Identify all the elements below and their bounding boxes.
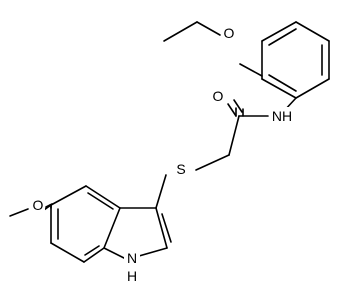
bond-phenyl-inner-c [268, 74, 297, 92]
bond-o-ring [239, 63, 263, 77]
bond-c3a-c4 [85, 185, 121, 209]
bond-carbonyl-o-b [233, 99, 243, 113]
bond-carbonyl-ch2 [228, 115, 240, 156]
bond-ch2-s [195, 154, 230, 171]
indole-nitrogen-h-label: H [127, 268, 137, 284]
bond-phenyl-1 [261, 21, 297, 42]
bond-ethyl-ch2-o [196, 21, 221, 36]
phenyl-ring [261, 21, 330, 99]
indole-pyrrole-ring [103, 207, 172, 259]
bond-c4-c5 [50, 185, 87, 206]
thioether-sulfur-label: S [176, 161, 185, 177]
bond-benz-inner-c [84, 245, 100, 256]
ethoxy-group [163, 21, 263, 77]
amide-oxygen-label: O [213, 88, 224, 104]
bond-c7a-c3a [103, 207, 121, 249]
bond-phenyl-inner-a [268, 28, 297, 46]
amide-group [227, 97, 297, 156]
bond-methoxy-c5-link [45, 204, 52, 209]
bond-c3-c2-inner [161, 213, 172, 243]
bond-phenyl-5 [261, 78, 297, 99]
bond-carbonyl-o-a [227, 103, 237, 117]
bond-phenyl-4 [295, 78, 330, 99]
indole-benzene-ring [50, 185, 121, 263]
methoxy-group [9, 203, 53, 217]
bond-s-indole [155, 174, 167, 209]
bond-c3-c2 [155, 207, 168, 249]
atom-labels: O O NH S O N H [31, 25, 294, 284]
bond-n1-c7a [103, 247, 125, 259]
bond-c7-c7a [83, 247, 105, 263]
thioether-linker [155, 154, 230, 209]
bond-ethyl-ch3-ch2 [163, 21, 198, 42]
bond-methoxy-o-ch3 [9, 208, 29, 217]
bond-c2-n1 [138, 247, 168, 257]
bond-c6-c7 [50, 242, 85, 263]
methoxy-oxygen-label: O [33, 197, 44, 213]
ether-oxygen-label: O [224, 25, 235, 41]
bond-phenyl-2 [295, 21, 330, 42]
indole-nitrogen-label: N [127, 250, 137, 266]
amide-nitrogen-label: NH [272, 108, 292, 124]
bond-benz-inner-a [87, 192, 114, 210]
